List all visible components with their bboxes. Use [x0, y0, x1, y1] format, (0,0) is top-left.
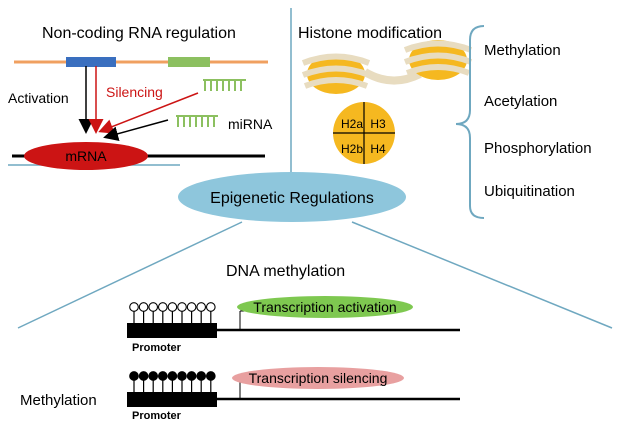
silencing-arrow-diagonal [98, 92, 199, 134]
methylated-cpg-pin [129, 371, 139, 381]
left-diagonal-divider [17, 221, 243, 329]
promoter-block-bottom [127, 392, 217, 407]
promoter-label-top: Promoter [132, 342, 182, 354]
modification-acetylation: Acetylation [484, 93, 557, 110]
transcription-activation-label: Transcription activation [253, 299, 396, 315]
unmethylated-cpg-pin [129, 302, 139, 312]
noncoding-title: Non-coding RNA regulation [42, 25, 236, 42]
promoter-block-top [127, 323, 217, 338]
unmethylated-cpg-pin [148, 302, 159, 312]
mirna-arrow [103, 119, 169, 142]
epigenetic-regulations-label: Epigenetic Regulations [210, 190, 374, 207]
activation-label: Activation [8, 90, 69, 106]
methylated-cpg-pin [196, 371, 207, 381]
gene-strand [14, 57, 268, 67]
nucleosome-left [301, 53, 371, 94]
epigenetic-regulations-ellipse [178, 172, 406, 222]
methylated-cpg-pin [167, 371, 178, 381]
histone-title: Histone modification [298, 25, 442, 42]
unmethylated-row: Promoter Transcription activation [127, 296, 460, 354]
unmethylated-cpg-sites [129, 302, 216, 323]
methylated-cpg-sites [129, 371, 216, 392]
silencing-pill [232, 367, 404, 389]
methylated-cpg-pin [138, 371, 149, 381]
methylated-cpg-pin [177, 371, 187, 381]
mrna-label: mRNA [65, 148, 107, 164]
methylated-cpg-pin [157, 371, 168, 381]
dna-methylation-title: DNA methylation [226, 263, 345, 280]
modification-phosphorylation: Phosphorylation [484, 140, 592, 157]
modification-methylation: Methylation [484, 42, 561, 59]
histone-octamer: H2a H3 H2b H4 [333, 102, 395, 164]
methylation-label: Methylation [20, 392, 97, 409]
gene-box-green [168, 57, 210, 67]
mrna-ellipse [24, 142, 148, 170]
activation-pill [237, 296, 413, 318]
methylated-cpg-pin [205, 371, 216, 381]
silencing-label: Silencing [106, 84, 163, 100]
modification-ubiquitination: Ubiquitination [484, 183, 575, 200]
mirna-comb-upper [203, 79, 246, 91]
unmethylated-cpg-pin [138, 302, 149, 312]
right-diagonal-divider [351, 221, 613, 329]
mirna-label: miRNA [228, 116, 273, 132]
methylated-cpg-pin [148, 371, 159, 381]
unmethylated-cpg-pin [177, 302, 187, 312]
histone-h2a: H2a [341, 117, 363, 131]
mirna-comb-lower [176, 115, 218, 127]
histone-h2b: H2b [341, 142, 363, 156]
unmethylated-cpg-pin [186, 302, 197, 312]
modifications-brace [455, 25, 485, 219]
dna-linker [362, 68, 422, 85]
methylated-row: Promoter Transcription silencing [127, 367, 460, 422]
methylated-cpg-pin [186, 371, 197, 381]
unmethylated-cpg-pin [167, 302, 178, 312]
histone-h3: H3 [370, 117, 386, 131]
nucleosome-right [403, 40, 473, 80]
transcription-silencing-label: Transcription silencing [249, 370, 388, 386]
histone-h4: H4 [370, 142, 386, 156]
unmethylated-cpg-pin [196, 302, 207, 312]
unmethylated-cpg-pin [205, 302, 216, 312]
gene-box-blue [66, 57, 116, 67]
promoter-label-bottom: Promoter [132, 410, 182, 422]
unmethylated-cpg-pin [157, 302, 168, 312]
